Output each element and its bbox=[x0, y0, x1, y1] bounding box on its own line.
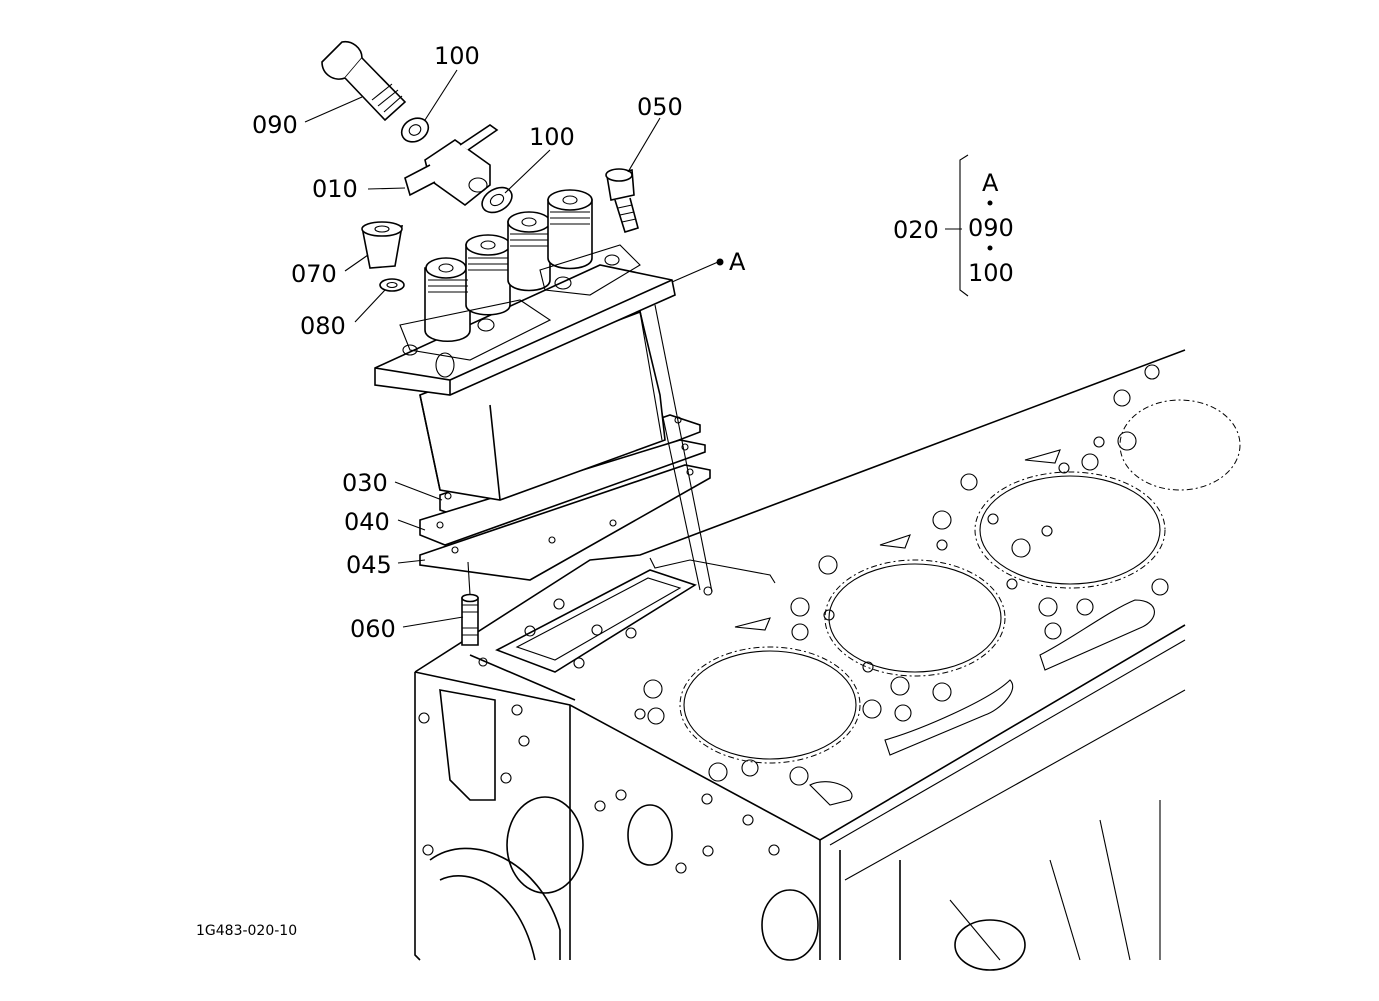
part-100-washer-b bbox=[481, 186, 513, 214]
label-050: 050 bbox=[637, 93, 683, 121]
label-100-top: 100 bbox=[434, 42, 480, 70]
label-045: 045 bbox=[346, 551, 392, 579]
part-labels: 090 100 010 100 050 070 080 A 030 040 04… bbox=[252, 42, 746, 643]
part-070-nut bbox=[361, 221, 403, 269]
label-a: A bbox=[729, 248, 746, 276]
leader-lines bbox=[304, 69, 962, 628]
reference-point-a bbox=[716, 258, 724, 266]
label-060: 060 bbox=[350, 615, 396, 643]
label-040: 040 bbox=[344, 508, 390, 536]
engine-block bbox=[414, 349, 1241, 971]
delivery-valve-holder-2 bbox=[465, 234, 511, 316]
label-070: 070 bbox=[291, 260, 337, 288]
part-060-stud bbox=[461, 593, 479, 646]
part-090-bolt bbox=[321, 40, 407, 122]
gasket-045 bbox=[419, 464, 711, 581]
kit-item-100: 100 bbox=[968, 259, 1014, 287]
part-080-washer bbox=[379, 278, 405, 292]
kit-legend: 020 A 090 100 bbox=[893, 154, 1014, 297]
label-100-mid: 100 bbox=[529, 123, 575, 151]
delivery-valve-holder-4 bbox=[547, 189, 593, 270]
injection-pump bbox=[374, 189, 676, 501]
drawing-code: 1G483-020-10 bbox=[196, 923, 297, 939]
part-010-eye-joint bbox=[404, 124, 499, 207]
delivery-valve-holder-3 bbox=[507, 211, 551, 292]
label-010: 010 bbox=[312, 175, 358, 203]
part-100-washer-a bbox=[400, 117, 430, 143]
kit-item-090: 090 bbox=[968, 214, 1014, 242]
label-090: 090 bbox=[252, 111, 298, 139]
kit-dot-2 bbox=[987, 245, 993, 251]
label-080: 080 bbox=[300, 312, 346, 340]
kit-number: 020 bbox=[893, 216, 939, 244]
delivery-valve-holder-1 bbox=[424, 257, 471, 342]
kit-dot-1 bbox=[987, 200, 993, 206]
label-030: 030 bbox=[342, 469, 388, 497]
part-050-screw bbox=[605, 168, 639, 233]
kit-item-a: A bbox=[982, 169, 999, 197]
